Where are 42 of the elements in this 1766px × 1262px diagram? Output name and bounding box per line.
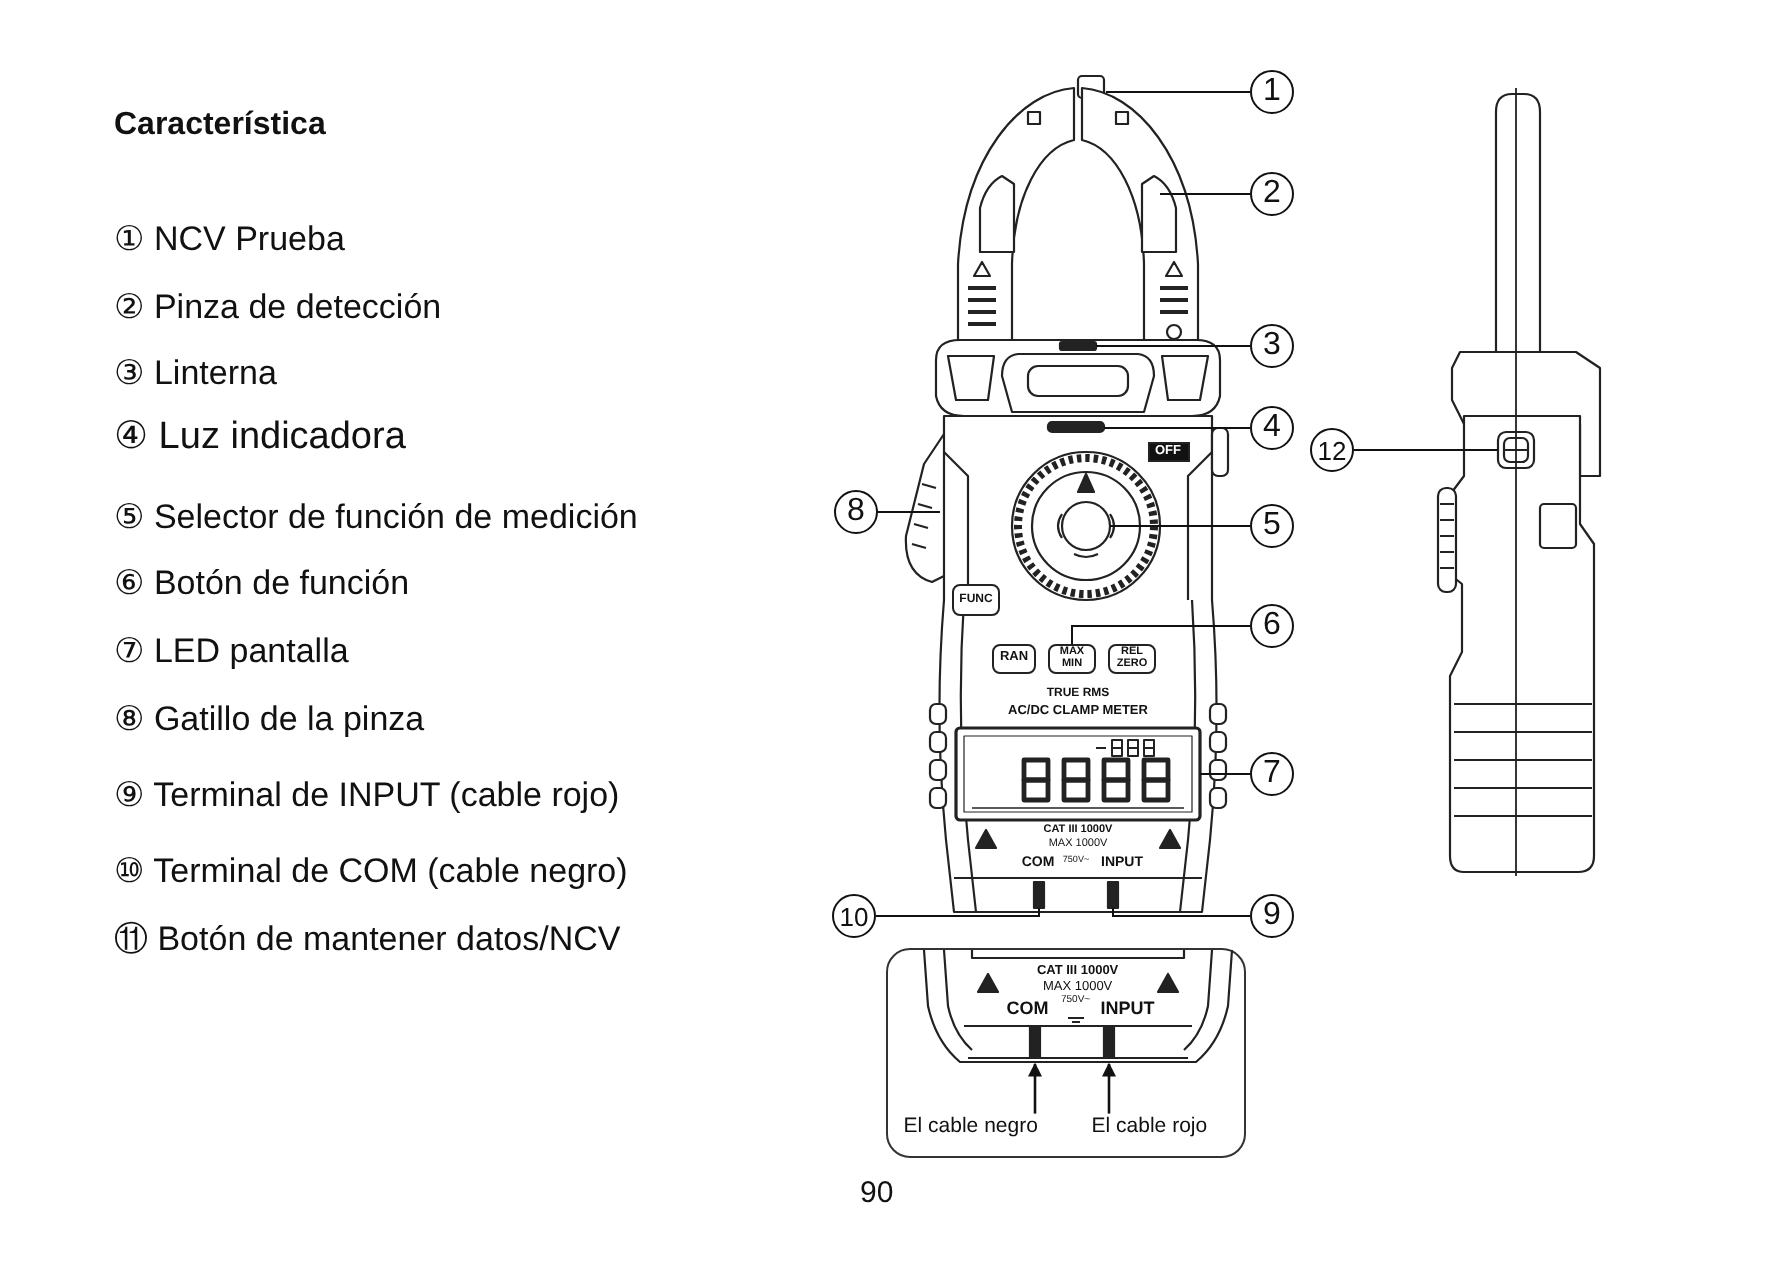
feature-list-item: ⑤ Selector de función de medición	[114, 498, 638, 538]
leader-line	[875, 907, 1040, 917]
callout-number: 12	[1310, 428, 1354, 472]
callout-number: 1	[1250, 70, 1294, 114]
heading: Característica	[114, 108, 326, 145]
feature-list-item: ② Pinza de detección	[114, 288, 442, 328]
terminal-label: INPUT	[1100, 997, 1155, 1019]
leader-line	[1071, 625, 1251, 645]
page-number: 90	[860, 1176, 894, 1211]
leader-line	[1353, 449, 1499, 451]
leader-line	[1105, 91, 1251, 93]
callout-number: 10	[832, 894, 876, 938]
leader-line	[877, 511, 941, 513]
cable-label: El cable rojo	[1091, 1113, 1208, 1138]
arrow	[1028, 1062, 1042, 1114]
callout-number: 5	[1250, 504, 1294, 548]
feature-list-item: ① NCV Prueba	[114, 220, 345, 260]
leader-line	[1109, 525, 1251, 527]
callout-number: 3	[1250, 324, 1294, 368]
cable-label: El cable negro	[903, 1113, 1038, 1138]
callout-number: 9	[1250, 894, 1294, 938]
callout-number: 4	[1250, 406, 1294, 450]
arrow	[1102, 1062, 1116, 1114]
feature-list-item: ⑧ Gatillo de la pinza	[114, 700, 425, 740]
leader-line	[1095, 345, 1251, 347]
callout-number: 6	[1250, 604, 1294, 648]
feature-list-item: ⑥ Botón de función	[114, 564, 410, 604]
feature-list-item: ⑩ Terminal de COM (cable negro)	[114, 852, 628, 892]
leader-line	[1112, 907, 1251, 917]
callout-number: 8	[834, 490, 878, 534]
leader-line	[1199, 773, 1251, 775]
callout-number: 7	[1250, 752, 1294, 796]
leader-line	[1103, 427, 1251, 429]
terminal-label: COM	[1006, 997, 1049, 1019]
feature-list-item: ⑪ Botón de mantener datos/NCV	[114, 920, 621, 960]
feature-list-item: ⑨ Terminal de INPUT (cable rojo)	[114, 776, 620, 816]
feature-list-item: ⑦ LED pantalla	[114, 632, 349, 672]
inset-panel	[886, 948, 1246, 1158]
callout-number: 2	[1250, 172, 1294, 216]
leader-line	[1159, 193, 1251, 195]
feature-list-item: ④ Luz indicadora	[114, 416, 406, 460]
feature-list-item: ③ Linterna	[114, 354, 277, 394]
